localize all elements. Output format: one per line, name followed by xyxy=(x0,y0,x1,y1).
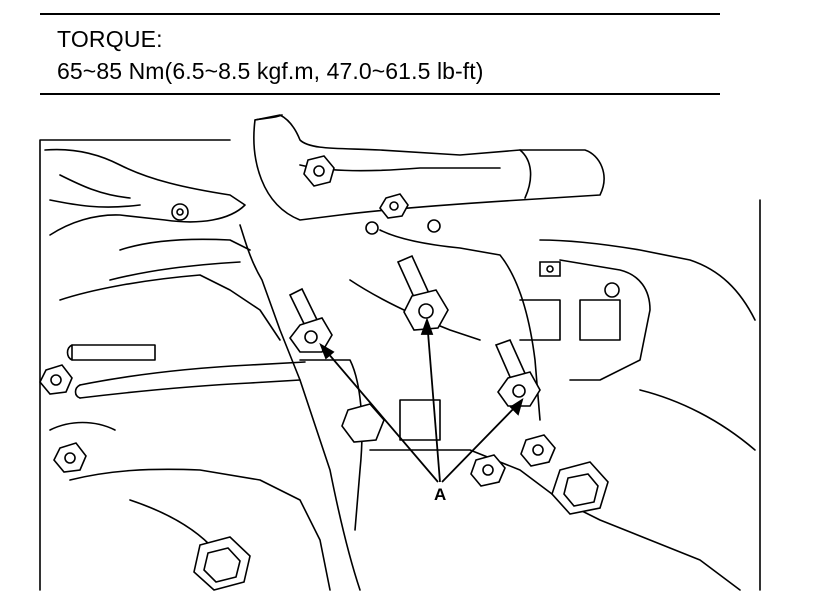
leader-line-center xyxy=(426,319,441,483)
nut-upper-center xyxy=(379,193,409,219)
right-assembly xyxy=(539,239,756,321)
nut-lower-center xyxy=(341,403,385,443)
leader-line-right xyxy=(441,399,523,483)
upper-hose xyxy=(253,114,605,221)
nut-right-b xyxy=(520,434,556,467)
nut-right-large xyxy=(551,461,609,515)
nut-left-mid xyxy=(39,364,73,395)
left-hose-pipes xyxy=(66,344,156,361)
bottom-rule xyxy=(40,93,720,95)
central-housing xyxy=(239,224,361,591)
dowel-top xyxy=(365,219,441,235)
stud-right xyxy=(539,261,561,277)
nut-left-upper xyxy=(171,203,189,221)
arrowhead-center xyxy=(420,317,434,335)
torque-label: TORQUE: xyxy=(57,26,163,52)
bolt-center xyxy=(396,254,449,331)
nut-right-a xyxy=(470,454,506,487)
nut-bottom xyxy=(193,536,251,591)
bolt-left xyxy=(288,287,333,353)
top-rule xyxy=(40,13,720,15)
nut-left-lower xyxy=(53,442,87,473)
illustration-outline xyxy=(39,139,761,591)
arrowhead-right xyxy=(509,397,524,416)
stud-right-lower xyxy=(604,282,620,298)
nut-top xyxy=(303,155,335,187)
leader-line-left xyxy=(320,344,439,483)
callout-label-a: A xyxy=(434,485,446,504)
left-bracket xyxy=(44,148,246,236)
bolt-right xyxy=(494,338,541,407)
torque-spec: 65~85 Nm(6.5~8.5 kgf.m, 47.0~61.5 lb-ft) xyxy=(57,58,484,84)
arrowhead-left xyxy=(319,342,335,360)
